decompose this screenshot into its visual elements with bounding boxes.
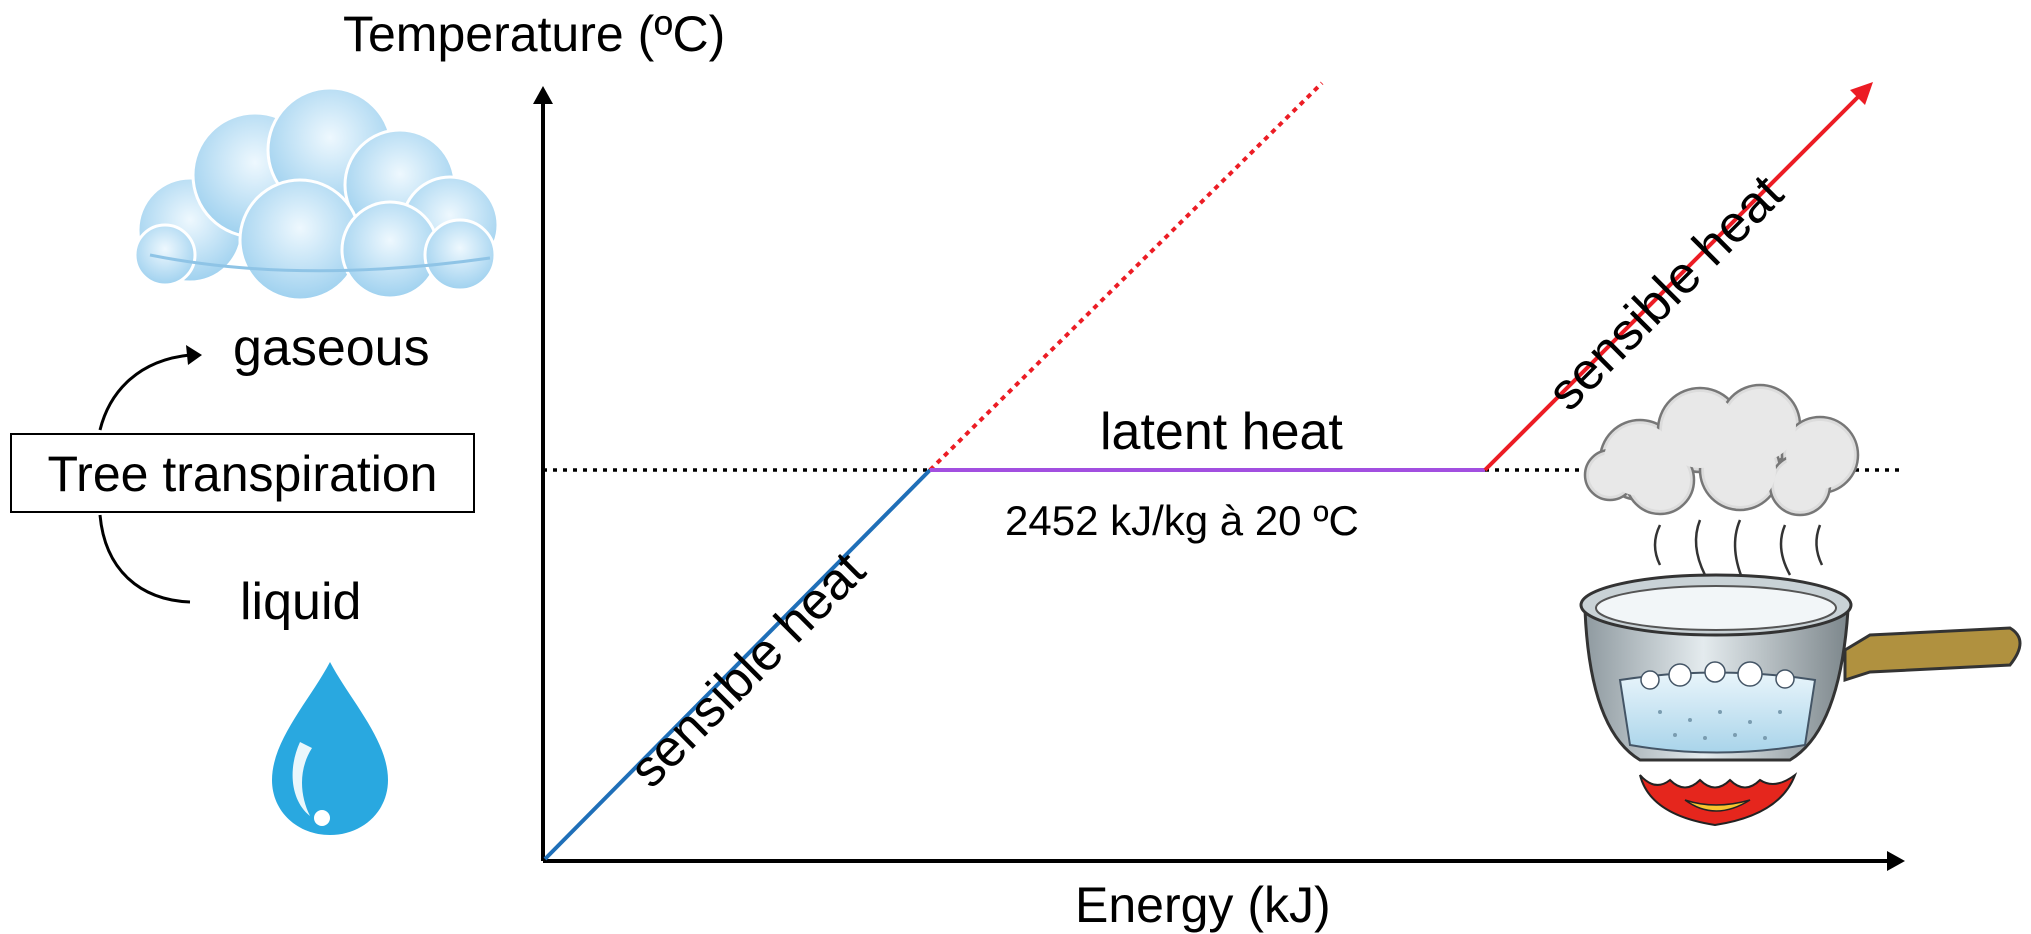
latent-heat-value: 2452 kJ/kg à 20 ºC — [1005, 497, 1359, 544]
tree-transpiration-box: Tree transpiration — [10, 433, 475, 513]
steam-cloud-icon — [1583, 383, 1860, 517]
flame-icon — [1639, 772, 1798, 827]
tree-transpiration-label: Tree transpiration — [47, 446, 438, 502]
sensible-heat-line-1 — [543, 468, 932, 861]
x-axis-title: Energy (kJ) — [1075, 877, 1331, 933]
water-drop-icon — [272, 662, 388, 835]
arrow-to-gaseous — [98, 353, 191, 431]
sensible-heat-line-2 — [1483, 91, 1864, 472]
liquid-label: liquid — [240, 573, 362, 631]
sensible-heat-2-arrowhead — [1850, 82, 1873, 105]
cloud-icon — [133, 86, 500, 302]
y-axis-arrowhead — [533, 86, 553, 104]
y-axis-title: Temperature (ºC) — [343, 6, 726, 62]
arrow-from-liquid — [98, 514, 191, 604]
boiling-pot-icon — [1579, 573, 2022, 762]
arrow-to-gaseous-head — [186, 345, 202, 365]
latent-heat-label: latent heat — [1100, 403, 1343, 461]
gaseous-label: gaseous — [233, 319, 430, 377]
x-axis-arrowhead — [1887, 851, 1905, 871]
dotted-red-extension — [928, 81, 1324, 472]
